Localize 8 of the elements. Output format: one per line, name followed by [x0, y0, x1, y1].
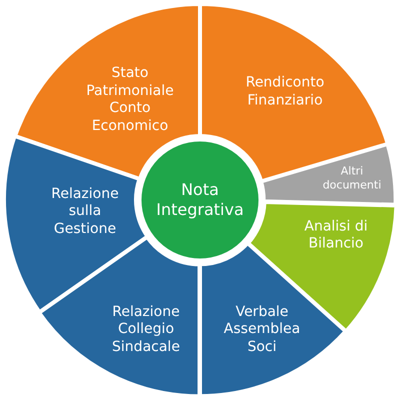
segment-label: Relazione sulla Gestione	[50, 186, 120, 238]
segment-label: Rendiconto Finanziario	[244, 74, 326, 110]
segment-label: Altri documenti	[322, 164, 382, 192]
segment-label: Stato Patrimoniale Conto Economico	[85, 65, 175, 135]
segment-label: Verbale Assemblea Soci	[222, 304, 302, 356]
center-label: Nota Integrativa	[155, 180, 245, 220]
segment-label: Analisi di Bilancio	[303, 218, 369, 254]
segment-label: Relazione Collegio Sindacale	[111, 304, 181, 356]
